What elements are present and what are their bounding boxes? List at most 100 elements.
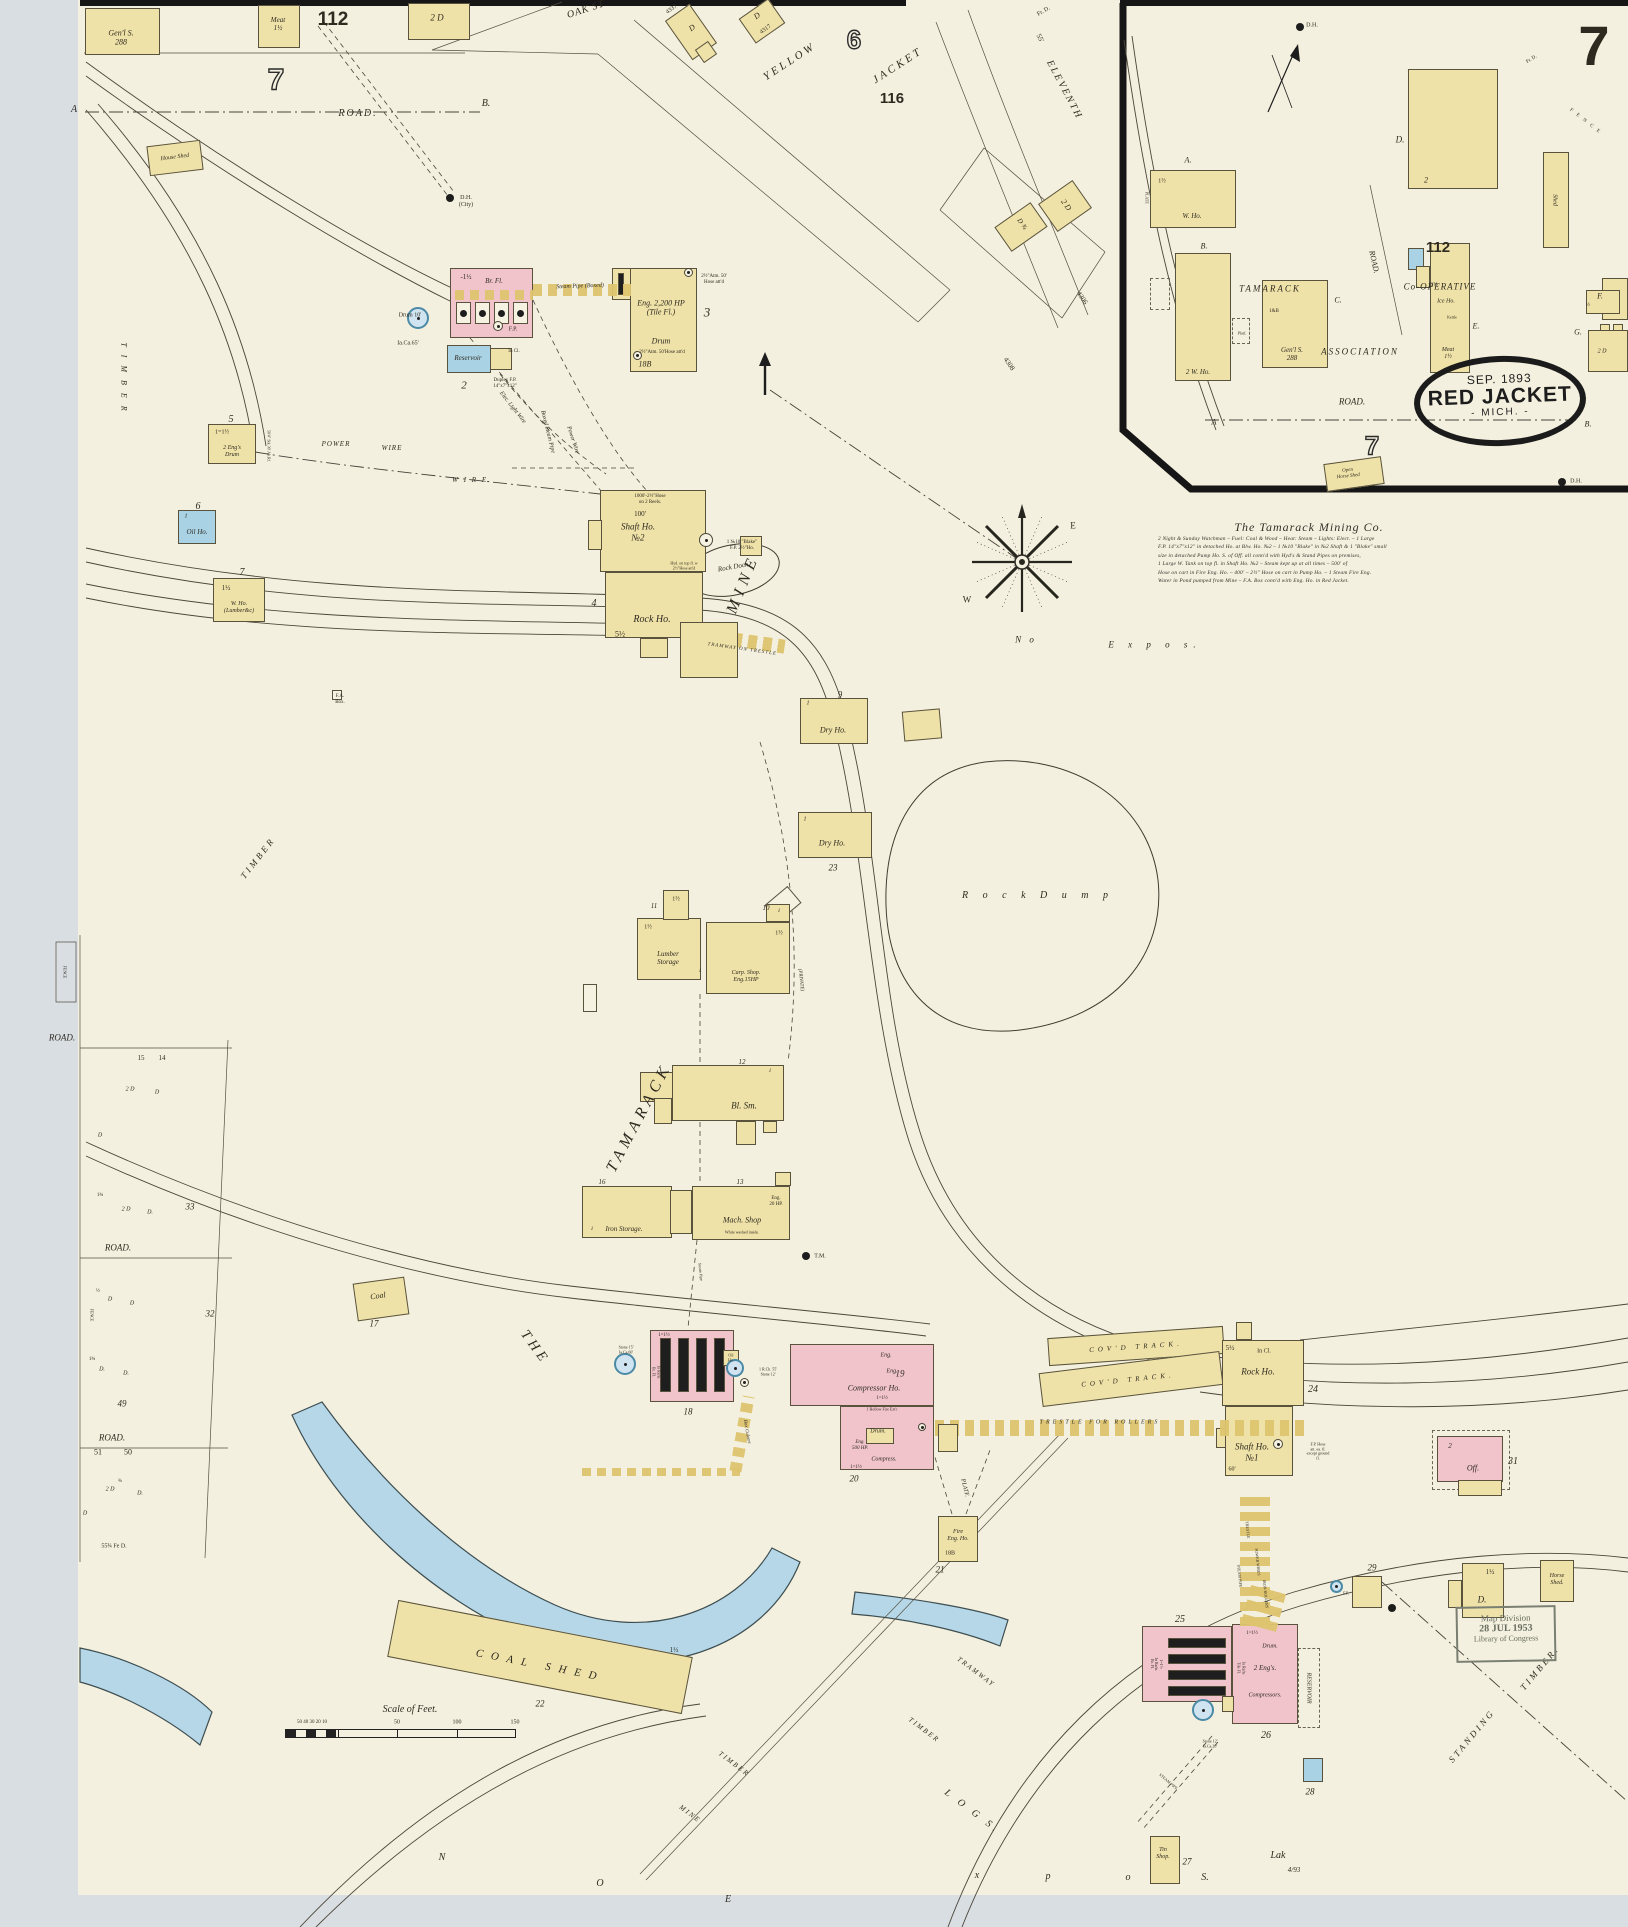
map-label: Eng. 20 HP. [769,1196,783,1207]
map-label: 49 [117,1398,127,1409]
map-label: 13 [736,1177,744,1186]
map-label: 1½ [221,583,231,592]
map-label: ¾ [118,1479,122,1485]
mining-note-line: Hose on cart in Fire Eng. Ho. – 400' – 2… [1158,569,1372,576]
building [1168,1638,1226,1648]
map-label: R o c k D u m p [962,890,1114,902]
map-label: p [1045,1871,1051,1883]
building [680,622,738,678]
map-label: 4/93 [1287,1865,1301,1874]
map-label: Bl. Sm. [731,1100,757,1111]
map-label: 50 [124,1447,132,1457]
building [1175,253,1231,381]
fire-pump-circle [918,1423,926,1431]
map-label: 1¾ [96,1193,104,1199]
map-label: ROAD. [48,1032,76,1043]
dh-dot [802,1252,810,1260]
building [660,1338,671,1392]
scale-bar-rule [337,1729,516,1738]
map-label: 7 [1578,13,1610,77]
building [1168,1686,1226,1696]
map-label: D.H. (City) [458,194,474,208]
map-label: 15 [137,1053,145,1062]
map-label: 60' [1228,1466,1236,1473]
map-label: 1000'-2½"Hose on 2 Reels. [634,494,666,505]
map-label: 14 [158,1053,166,1062]
map-label: TRESTLE FOR ROLLERS [1039,1419,1161,1426]
map-label: 19 [895,1368,905,1379]
building [1262,280,1328,368]
map-label: 29 [1367,1562,1377,1573]
map-label: 51 [94,1447,102,1457]
building [1232,1624,1298,1724]
library-stamp-org: Library of Congress [1473,1633,1539,1644]
compass-rose-icon [972,504,1072,612]
water-tank-circle [1192,1699,1214,1721]
block-lines [55,935,232,1562]
map-label: Ia.Ca.65' [397,340,419,347]
map-label: 28 [1305,1786,1315,1797]
map-label: Shed [1551,194,1558,206]
map-label: B. [1584,419,1592,429]
map-label: O [596,1878,604,1890]
map-label: ASSOCIATION [1321,346,1399,357]
map-label: 1 R.Ch. 55' Stone 12' [758,1366,778,1376]
fire-pump-circle [1273,1439,1283,1449]
building [213,578,265,622]
map-label: Eng. 2,200 HP (Tile Fl.) [637,298,685,317]
building [798,812,872,858]
building [692,1186,790,1240]
map-label: Scale of Feet. [382,1704,438,1716]
map-label: Horse Shed. [1549,1572,1565,1586]
building [935,1420,1310,1436]
building [1150,170,1236,228]
building [938,1516,978,1562]
map-label: Eng. [880,1352,892,1359]
map-label: Drum 10' [398,312,422,319]
water-tank-circle [726,1359,744,1377]
dh-dot [446,194,454,202]
mining-note-line: size in detached Pump Ho. S. of Off. all… [1158,552,1361,559]
map-label: Eng. 500 HP. [851,1440,869,1451]
building [766,904,790,922]
building [1150,1836,1180,1884]
building [85,8,160,55]
map-label: D.H. [1570,478,1582,485]
map-label: 25 [1175,1614,1185,1626]
map-label: S. [1201,1872,1209,1884]
map-label: 2 Eng's. [1253,1663,1277,1672]
water-tank-circle [614,1353,636,1375]
map-label: 2½"Atm. 50' Hose att'd [701,274,727,285]
map-label: F. [1597,291,1603,301]
map-label: Hyd. on top fl. w 2½"Hose att'd [670,560,698,570]
map-label: Off. [1466,1463,1480,1473]
map-label: 32 [205,1308,215,1319]
water-tank-circle [407,307,429,329]
fire-pump-circle [633,351,642,360]
map-label: T I M B E R [119,342,129,414]
building [588,520,602,550]
building [408,3,470,40]
map-label: 7 [239,567,245,579]
building [605,572,703,638]
map-label: In Rafts Br. Fl. [652,1365,662,1379]
map-label: Mach. Shop [722,1215,762,1225]
map-label: 21 [935,1564,945,1575]
map-label: 2 D [430,12,444,23]
building [1462,1563,1504,1618]
map-label: 3 [703,304,711,320]
map-label: 12 [738,1057,746,1066]
building [1222,1696,1234,1712]
map-label: 2 D [1597,348,1607,355]
map-label: Rock Ho. [1241,1366,1275,1377]
building [1236,1322,1252,1340]
building [258,5,300,48]
map-label: Oil Ho. [186,527,208,536]
map-label: D [107,1296,113,1303]
map-label: 55¾ Fe D. [101,1543,127,1550]
map-label: D. [137,1490,143,1497]
map-label: 50 [394,1719,400,1726]
map-label: Lumber Storage [657,949,679,966]
map-label: Kettle [1447,314,1457,320]
building [1437,1436,1503,1482]
